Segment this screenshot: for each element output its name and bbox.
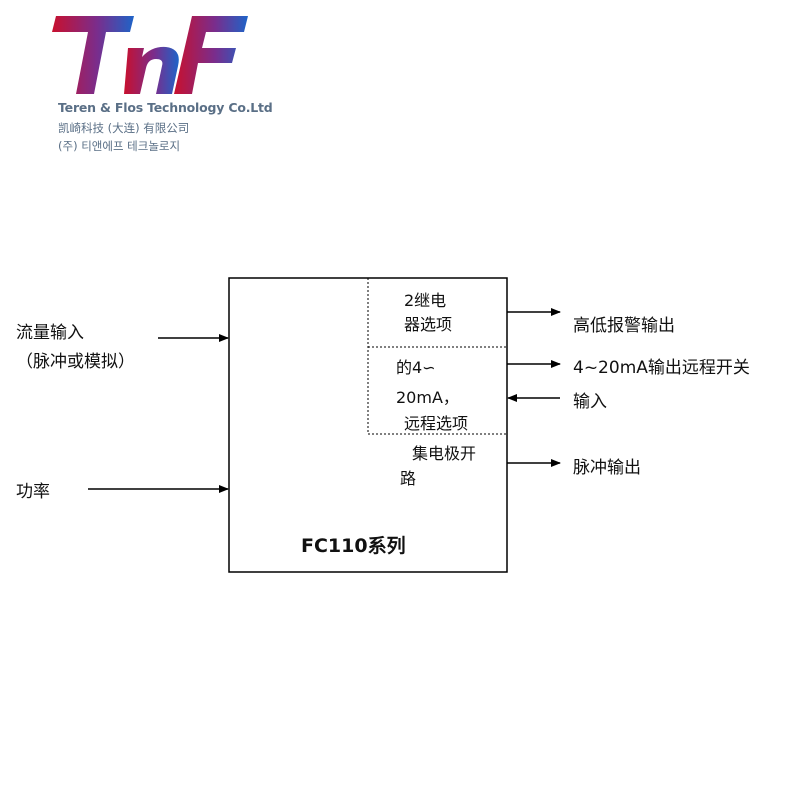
collector-label-2: 路	[400, 469, 417, 488]
analog-option-label-3: 远程选项	[404, 414, 469, 433]
analog-option-label-2: 20mA，	[396, 388, 459, 407]
pulse-output-label: 脉冲输出	[573, 458, 641, 478]
company-name-en: Teren & Flos Technology Co.Ltd	[58, 100, 273, 115]
analog-option-label-1: 的4∽	[396, 358, 436, 377]
flow-input-label: 流量输入	[16, 323, 84, 343]
flow-input-sublabel: （脉冲或模拟）	[16, 352, 135, 372]
logo-letter-n	[124, 46, 179, 94]
device-title: FC110系列	[301, 535, 406, 557]
company-name-cn: 凯崎科技 (大连) 有限公司	[58, 121, 190, 135]
analog-output-label: 4~20mA输出远程开关	[573, 358, 750, 378]
option-module-box	[367, 277, 508, 435]
company-name-kr: (주) 티앤에프 테크놀로지	[58, 139, 181, 153]
logo-letter-t	[52, 16, 134, 94]
alarm-output-label: 高低报警输出	[573, 316, 675, 336]
remote-input-label: 输入	[573, 392, 607, 412]
logo-letter-f	[174, 16, 248, 94]
company-logo: Teren & Flos Technology Co.Ltd 凯崎科技 (大连)…	[52, 10, 292, 160]
tnf-logo-mark	[52, 16, 248, 94]
collector-label-1: 集电极开	[412, 444, 477, 463]
relay-option-label-1: 2继电	[404, 291, 447, 310]
power-input-label: 功率	[16, 482, 50, 502]
relay-option-label-2: 器选项	[404, 315, 453, 334]
